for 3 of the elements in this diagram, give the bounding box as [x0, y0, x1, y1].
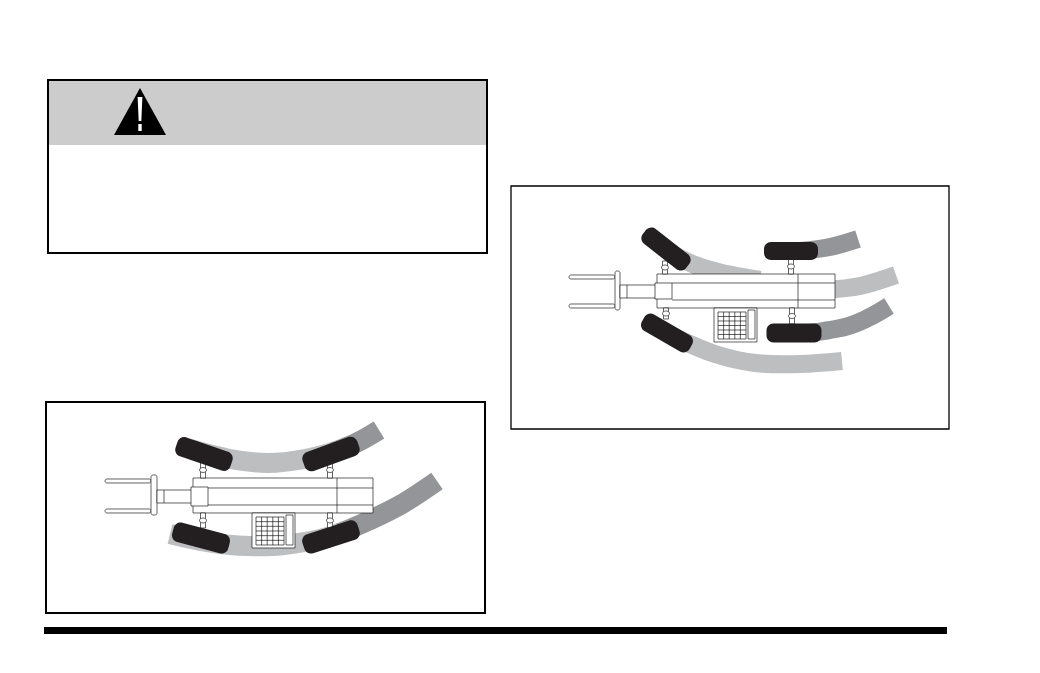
figure-frame: [45, 401, 486, 614]
warning-box: [47, 79, 488, 254]
figure-frame: [510, 185, 950, 430]
